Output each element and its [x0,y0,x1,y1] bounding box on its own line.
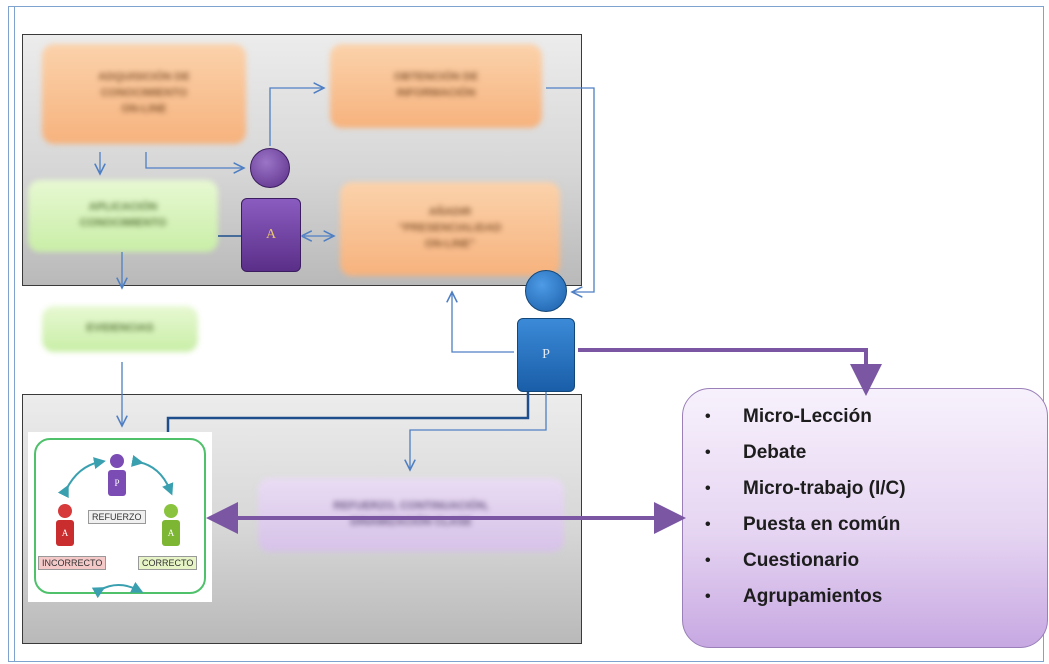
activity-item: • Agrupamientos [705,579,906,615]
inset-correct-letter: A [167,528,175,538]
activity-label: Agrupamientos [743,586,883,607]
inset-teacher-letter: P [114,478,120,488]
activities-list: • Micro-Lección • Debate • Micro-trabajo (I… [705,399,906,615]
arrow-adquisicion-to-student [145,152,244,168]
bullet-icon: • [705,408,711,425]
activity-label: Debate [743,442,807,463]
inset-correct-head [164,504,178,518]
inset-incorrect-head [58,504,72,518]
bullet-icon: • [705,480,711,497]
activity-item: • Cuestionario [705,543,906,579]
inset-teacher-head [110,454,124,468]
inset-incorrect-body: A [56,520,74,546]
teacher-letter: P [542,347,550,362]
activities-box: • Micro-Lección • Debate • Micro-trabajo (I… [682,388,1048,648]
refuerzo-tag: REFUERZO [88,510,146,524]
activity-label: Puesta en común [743,514,901,535]
evidencias-box: EVIDENCIAS [42,306,198,352]
activity-label: Micro-trabajo (I/C) [743,478,906,499]
arrow-student-to-obtencion [269,88,324,146]
aplicacion-box: APLICACIÓN CONOCIMIENTO [28,180,218,252]
activity-item: • Puesta en común [705,507,906,543]
correcto-tag: CORRECTO [138,556,198,570]
bullet-icon: • [705,516,711,533]
inset-arrow-left [57,457,106,499]
student-head [250,148,290,188]
activity-item: • Debate [705,435,906,471]
arrow-teacher-to-activities [578,348,882,396]
arrow-teacher-to-refuerzo [410,392,547,470]
anadir-box: AÑADIR "PRESENCIALIDAD ON-LINE" [340,182,560,276]
arrow-obtencion-to-teacher [546,87,595,292]
inset-teacher-body: P [108,470,126,496]
inset-arrow-bottom [91,581,144,599]
inset-correct-body: A [162,520,180,546]
arrow-teacher-to-panel [452,292,514,353]
inset-incorrect-letter: A [61,528,69,538]
obtencion-box: OBTENCIÓN DE INFORMACIÓN [330,44,542,128]
bullet-icon: • [705,552,711,569]
line-teacher-to-inset [166,392,530,432]
frame-left-line [14,6,15,662]
activity-item: • Micro-Lección [705,399,906,435]
adquisicion-box: ADQUISICIÓN DE CONOCIMIENTO ON-LINE [42,44,246,144]
activity-item: • Micro-trabajo (I/C) [705,471,906,507]
bullet-icon: • [705,588,711,605]
activity-label: Cuestionario [743,550,860,571]
bullet-icon: • [705,444,711,461]
incorrecto-tag: INCORRECTO [38,556,107,570]
inset-arrow-right [131,455,174,496]
outer-frame [8,6,1044,662]
teacher-head [525,270,567,312]
student-letter: A [265,227,277,242]
student-body: A [241,198,301,272]
inset-cycle-arrows [57,455,174,599]
activity-label: Micro-Lección [743,406,872,427]
feedback-cycle-inset: P REFUERZO A INCORRECTO A CORRECTO [28,432,212,602]
teacher-body: P [517,318,575,392]
